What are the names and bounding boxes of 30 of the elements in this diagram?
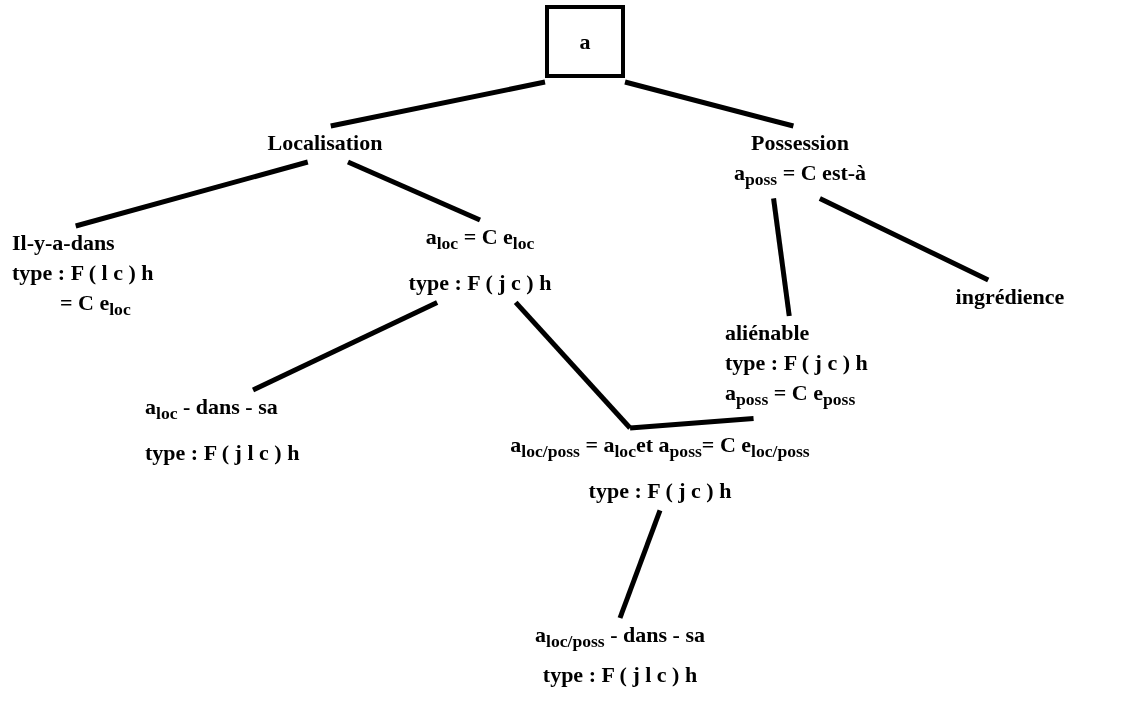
node-box	[545, 5, 625, 78]
node-label: aliénable	[725, 319, 810, 347]
node-label: ingrédience	[955, 283, 1065, 311]
node-label: Possession	[751, 129, 849, 157]
node-label: type : F ( j c ) h	[725, 349, 868, 377]
node-label: a$_{poss}$ = C e$_{poss}$	[725, 379, 856, 412]
connector-line	[624, 79, 795, 129]
connector-line	[818, 196, 990, 283]
connector-line	[771, 198, 792, 317]
node-label: a	[579, 27, 591, 56]
connector-line	[617, 509, 663, 619]
connector-line	[346, 159, 481, 223]
node-label: a$_{poss}$ = C est-à	[733, 159, 867, 192]
connector-line	[629, 415, 754, 431]
connector-line	[252, 300, 439, 393]
node-label: type : F ( j l c ) h	[542, 661, 698, 690]
node-label: type : F ( l c ) h	[12, 259, 154, 287]
connector-line	[330, 79, 546, 129]
connector-line	[75, 159, 309, 229]
node-label: type : F ( j c ) h	[588, 477, 732, 506]
node-label: = C e$_{loc}$	[60, 289, 131, 322]
node-label: Localisation	[267, 129, 383, 157]
node-label: type : F ( j c ) h	[408, 269, 552, 298]
node-label: a$_{loc/poss}$ - dans - sa	[535, 621, 705, 654]
node-label: a$_{loc}$ - dans - sa	[145, 393, 278, 426]
connector-line	[513, 300, 632, 430]
node-label: Il-y-a-dans	[12, 229, 115, 257]
node-label: type : F ( j l c ) h	[145, 439, 300, 468]
node-label: a$_{loc}$ = C e$_{loc}$	[425, 223, 535, 256]
node-label: a$_{loc/poss}$ = a$_{loc}$et a$_{poss}$= C e$_{loc/poss}$	[510, 431, 810, 464]
